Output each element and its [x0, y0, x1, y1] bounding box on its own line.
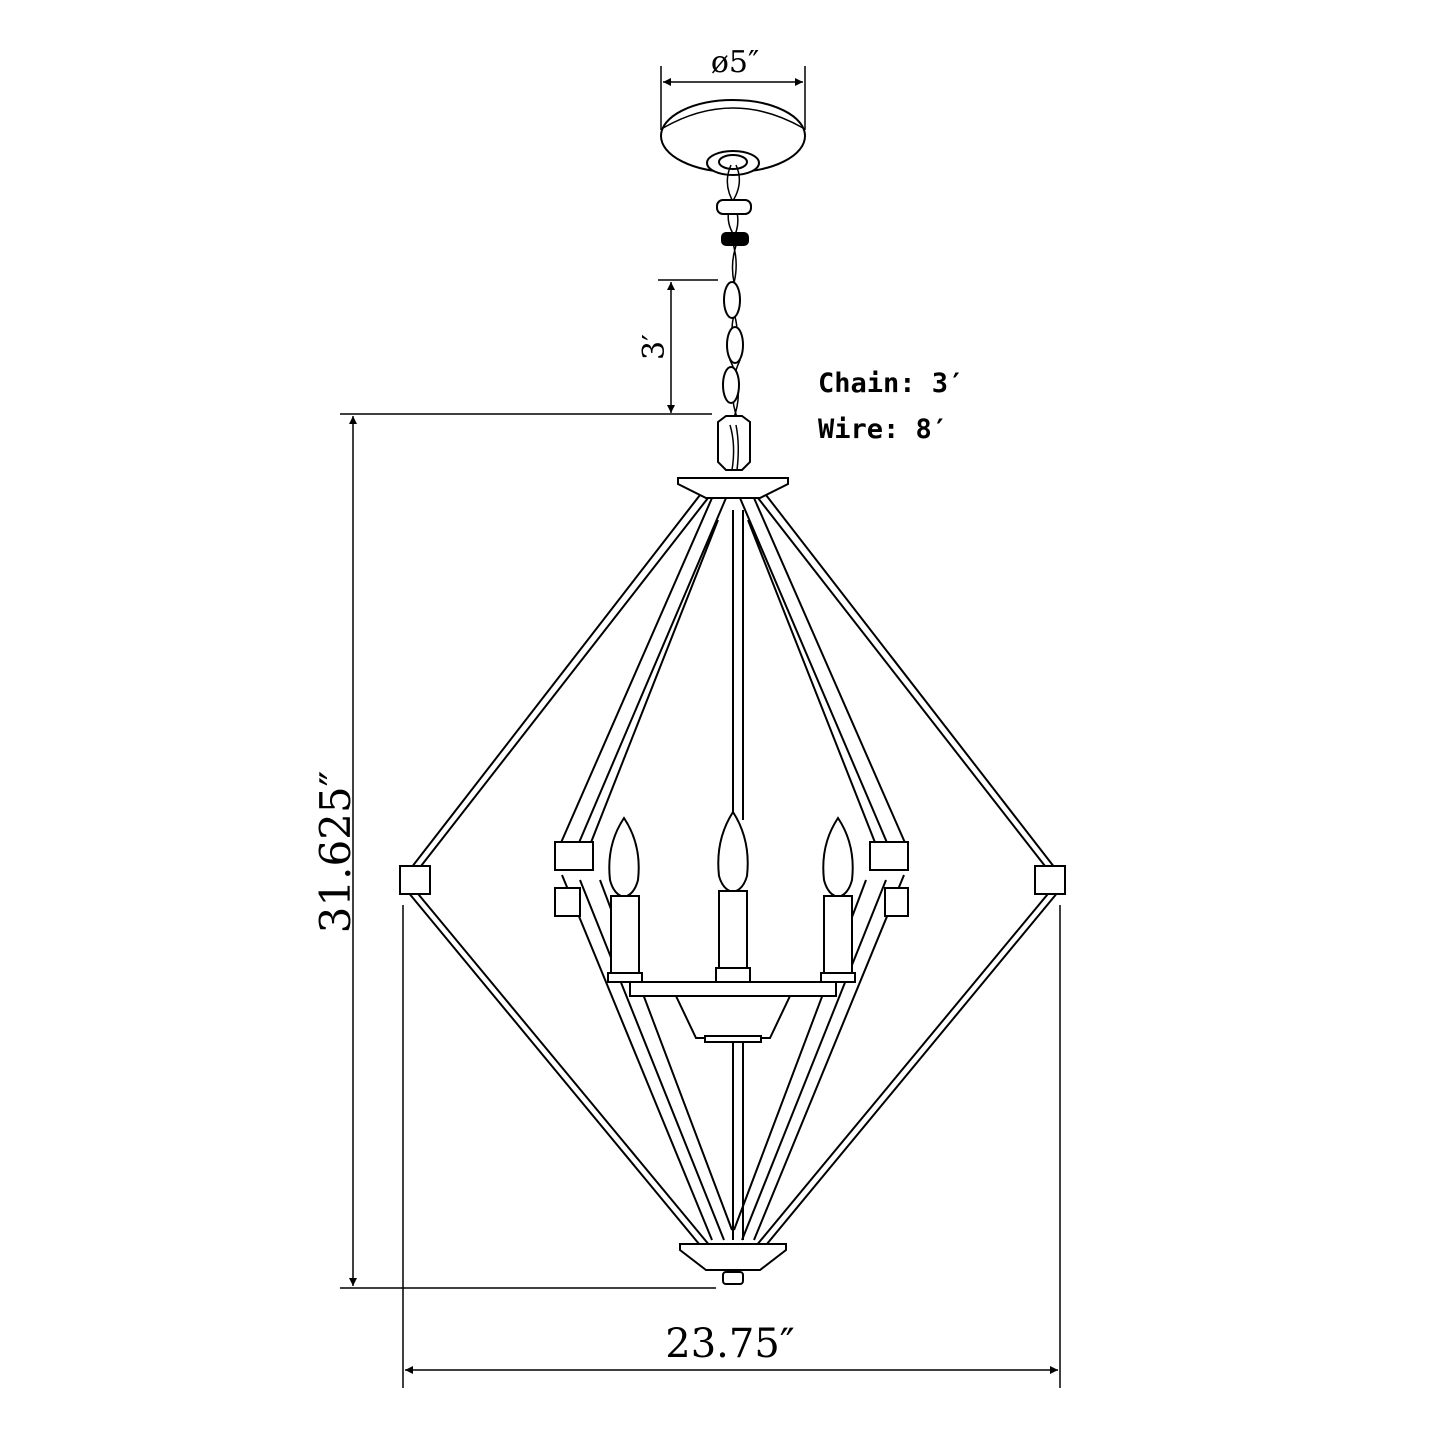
wire-note: Wire: 8′: [818, 414, 948, 445]
frame-joint: [1034, 865, 1066, 895]
width-label: 23.75″: [665, 1321, 794, 1367]
candle-right: [820, 816, 856, 983]
candle-center: [715, 810, 751, 983]
canopy-diameter-label: ø5″: [711, 45, 759, 80]
candle-left: [607, 816, 643, 983]
chain: [716, 164, 752, 471]
canopy: [660, 99, 806, 176]
chain-note: Chain: 3′: [818, 368, 964, 399]
chain-length-dimension: 3′: [637, 279, 718, 413]
chain-length-label: 3′: [637, 334, 672, 360]
frame-joint: [399, 865, 431, 895]
fixture-frame: [399, 477, 1066, 1285]
height-dimension: 31.625″: [311, 413, 716, 1289]
canopy-diameter-dimension: ø5″: [660, 45, 806, 130]
height-label: 31.625″: [311, 771, 360, 934]
width-dimension: 23.75″: [402, 905, 1061, 1388]
